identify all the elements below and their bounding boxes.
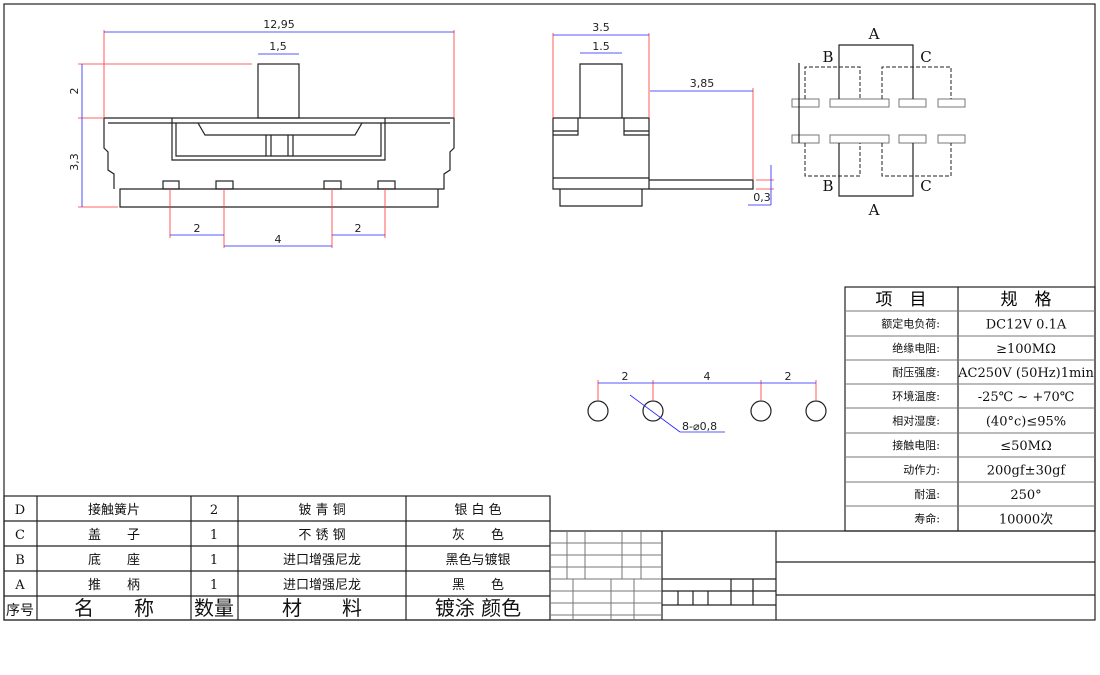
spec-label: 接触电阻: bbox=[892, 438, 940, 452]
side-view: 3.5 1.5 3,85 0,3 bbox=[552, 21, 774, 207]
dim-actuator-width: 1,5 bbox=[269, 40, 287, 53]
dim-hole-pitch-3: 2 bbox=[785, 370, 792, 383]
spec-label: 动作力: bbox=[903, 464, 940, 477]
spec-value: -25℃ ~ +70℃ bbox=[978, 390, 1075, 405]
bom-seq: D bbox=[15, 503, 25, 518]
bom-finish: 黑色与镀银 bbox=[445, 552, 510, 568]
spec-value: ≥100MΩ bbox=[996, 342, 1056, 357]
spec-value: 10000次 bbox=[999, 512, 1053, 528]
spec-row: 额定电负荷: DC12V 0.1A bbox=[881, 317, 1067, 333]
bom-qty: 1 bbox=[210, 578, 218, 593]
dim-pin-length: 3,85 bbox=[690, 77, 715, 90]
bom-name: 接触簧片 bbox=[88, 502, 140, 518]
bom-finish: 银 白 色 bbox=[454, 502, 501, 518]
label-b-bottom: B bbox=[822, 177, 833, 195]
spec-label: 耐压强度: bbox=[892, 365, 940, 379]
bom-finish-header: 镀涂 颜色 bbox=[435, 596, 521, 620]
spec-label: 绝缘电阻: bbox=[892, 341, 940, 355]
label-a-top: A bbox=[868, 25, 880, 43]
label-c-top: C bbox=[920, 48, 931, 66]
dim-side-width: 3.5 bbox=[592, 21, 610, 34]
spec-value: 200gf±30gf bbox=[987, 464, 1067, 479]
spec-header-spec: 规 格 bbox=[1001, 290, 1052, 310]
label-b-top: B bbox=[822, 48, 833, 66]
bom-name: 推 柄 bbox=[88, 578, 140, 593]
bom-qty: 1 bbox=[210, 553, 218, 568]
bom-qty-header: 数量 bbox=[194, 596, 234, 620]
bom-seq: C bbox=[15, 528, 25, 543]
spec-row: 寿命: 10000次 bbox=[914, 512, 1053, 528]
label-c-bottom: C bbox=[920, 177, 931, 195]
bom-name-header: 名 称 bbox=[74, 596, 154, 620]
spec-value: (40°c)≤95% bbox=[986, 415, 1066, 430]
bom-material-header: 材 料 bbox=[282, 596, 362, 620]
bom-row: A 推 柄 1 进口增强尼龙 黑 色 bbox=[14, 577, 504, 593]
spec-row: 接触电阻: ≤50MΩ bbox=[892, 438, 1051, 454]
spec-table: 项 目 规 格 额定电负荷: DC12V 0.1A 绝缘电阻: ≥100MΩ 耐压强度:… bbox=[844, 286, 1096, 532]
title-block bbox=[550, 530, 1095, 620]
spec-label: 相对湿度: bbox=[892, 414, 940, 428]
spec-value: ≤50MΩ bbox=[1000, 439, 1052, 454]
bom-name: 底 座 bbox=[88, 552, 140, 568]
spec-value: 250° bbox=[1010, 488, 1041, 503]
dim-pitch-right: 2 bbox=[355, 222, 362, 235]
bom-material: 铍 青 铜 bbox=[298, 503, 345, 518]
bom-name: 盖 子 bbox=[88, 528, 140, 543]
front-view: 12,95 1,5 2 3,3 2 4 2 bbox=[68, 18, 455, 248]
spec-label: 寿命: bbox=[914, 512, 940, 526]
spec-row: 动作力: 200gf±30gf bbox=[903, 464, 1066, 479]
spec-row: 耐温: 250° bbox=[914, 488, 1041, 503]
spec-row: 耐压强度: AC250V (50Hz)1min bbox=[892, 365, 1094, 381]
bom-row: C 盖 子 1 不 锈 钢 灰 色 bbox=[15, 527, 504, 543]
bom-seq: B bbox=[15, 553, 25, 568]
bom-seq: A bbox=[14, 578, 25, 593]
dim-hole-diameter: 8-⌀0,8 bbox=[682, 420, 717, 433]
dim-actuator-height: 2 bbox=[68, 88, 81, 95]
bom-finish: 灰 色 bbox=[452, 527, 504, 543]
bom-qty: 2 bbox=[210, 503, 218, 518]
spec-header-item: 项 目 bbox=[876, 290, 927, 310]
bom-material: 进口增强尼龙 bbox=[283, 553, 361, 568]
bom-material: 不 锈 钢 bbox=[298, 528, 345, 543]
bom-material: 进口增强尼龙 bbox=[283, 578, 361, 593]
dim-pitch-left: 2 bbox=[194, 222, 201, 235]
dim-body-height: 3,3 bbox=[68, 153, 81, 171]
spec-row: 环境温度: -25℃ ~ +70℃ bbox=[892, 389, 1074, 405]
spec-value: AC250V (50Hz)1min bbox=[957, 366, 1094, 381]
switch-schematic: A B C B C A bbox=[791, 25, 966, 219]
bill-of-materials: D 接触簧片 2 铍 青 铜 银 白 色 C 盖 子 1 不 锈 钢 灰 色 B 底 座 1 进口增强尼龙… bbox=[3, 495, 551, 621]
dim-width: 12,95 bbox=[263, 18, 295, 31]
dim-hole-pitch-1: 2 bbox=[622, 370, 629, 383]
bom-row: B 底 座 1 进口增强尼龙 黑色与镀银 bbox=[15, 552, 510, 568]
dim-hole-pitch-2: 4 bbox=[704, 370, 711, 383]
label-a-bottom: A bbox=[868, 201, 880, 219]
spec-row: 绝缘电阻: ≥100MΩ bbox=[892, 341, 1056, 357]
spec-row: 相对湿度: (40°c)≤95% bbox=[892, 414, 1066, 430]
bom-row: D 接触簧片 2 铍 青 铜 银 白 色 bbox=[15, 502, 502, 518]
dim-pitch-mid: 4 bbox=[275, 233, 282, 246]
spec-label: 额定电负荷: bbox=[881, 317, 940, 331]
spec-value: DC12V 0.1A bbox=[986, 318, 1067, 333]
dim-side-actuator: 1.5 bbox=[592, 40, 610, 53]
bom-finish: 黑 色 bbox=[452, 577, 504, 593]
spec-label: 环境温度: bbox=[892, 389, 940, 403]
bom-header: 序号 名 称 数量 材 料 镀涂 颜色 bbox=[6, 596, 521, 620]
bom-seq-header: 序号 bbox=[6, 603, 34, 619]
pcb-hole-pattern: 2 4 2 8-⌀0,8 bbox=[587, 370, 827, 433]
bom-qty: 1 bbox=[210, 528, 218, 543]
spec-label: 耐温: bbox=[914, 488, 940, 501]
dim-pin-thickness: 0,3 bbox=[753, 191, 771, 204]
